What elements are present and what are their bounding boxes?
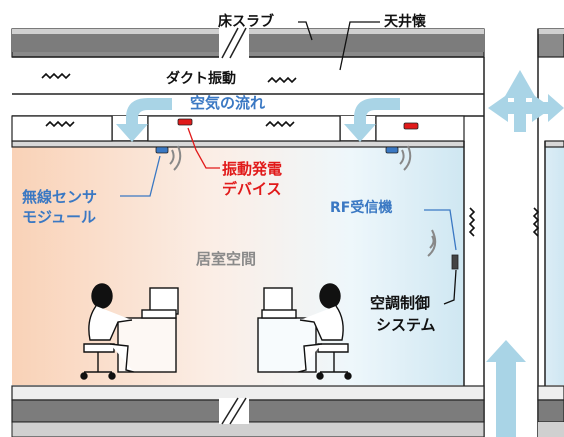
ceiling-space-label: 天井懐: [384, 13, 426, 30]
wall: [463, 29, 546, 437]
airflow-arrow-icon: [116, 70, 564, 437]
adjacent-room: [545, 147, 564, 385]
floor-slab-label: 床スラブ: [218, 13, 274, 30]
vibration-power-device: [177, 118, 419, 130]
vibration-zigzag-icon: [41, 72, 540, 237]
top-floor-slab: [11, 27, 564, 59]
duct-vibration-label: ダクト振動: [166, 70, 236, 87]
air-flow-label: 空気の流れ: [190, 94, 265, 112]
bottom-floor-slab: [11, 385, 564, 437]
wireless-signal-icon: [169, 145, 437, 257]
wireless-sensor-label-1: 無線センサ: [22, 188, 97, 206]
leader-lines: [120, 21, 457, 305]
wireless-sensor-module: [155, 146, 399, 154]
hvac-control-label-2: システム: [376, 316, 436, 334]
hvac-control-label-1: 空調制御: [370, 294, 430, 312]
office-worker-icon: [80, 283, 352, 380]
ceiling-board: [11, 115, 564, 148]
wireless-sensor-label-2: モジュール: [22, 208, 96, 226]
slab-break-mark: [219, 27, 249, 59]
rf-receiver-label: RF受信機: [330, 199, 392, 216]
vibration-power-device-label-1: 振動発電: [222, 160, 282, 178]
rf-receiver-device: [451, 254, 459, 270]
vibration-power-device-label-2: デバイス: [222, 180, 282, 198]
living-space-label: 居室空間: [196, 250, 256, 268]
